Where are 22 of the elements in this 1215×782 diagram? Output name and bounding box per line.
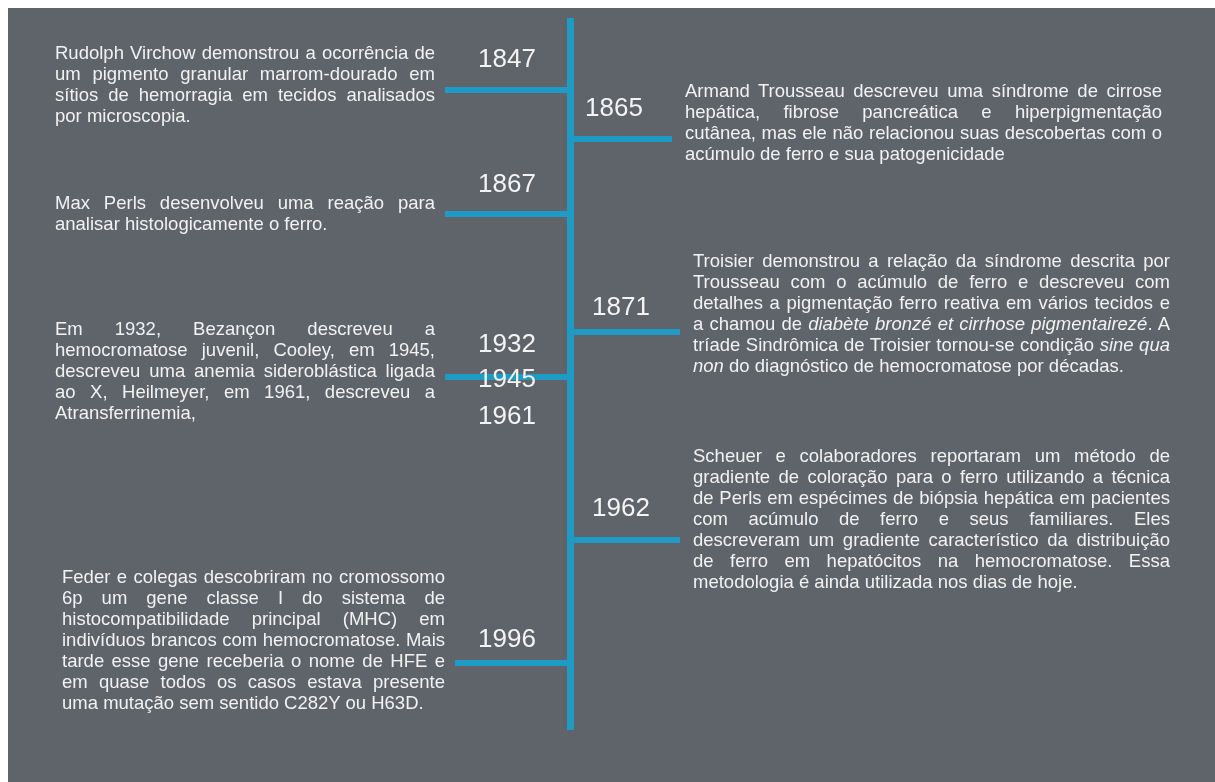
year-label: 1962 bbox=[592, 492, 650, 522]
timeline-branch bbox=[445, 87, 567, 93]
timeline-branch bbox=[455, 660, 567, 666]
year-label: 1961 bbox=[478, 400, 536, 430]
year-label: 1865 bbox=[585, 92, 643, 122]
year-label: 1932 bbox=[478, 328, 536, 358]
event-description: Max Perls desenvolveu uma reação para analisar histologicamente o ferro. bbox=[55, 192, 435, 234]
timeline-branch bbox=[445, 211, 567, 217]
year-label: 1867 bbox=[478, 168, 536, 198]
year-label: 1996 bbox=[478, 623, 536, 653]
event-description: Troisier demonstrou a relação da síndrome descrita por Trousseau com o acúmulo de ferro e descreveu com detalhes a pigmentação ferro reativa em vários tecidos e a chamou de diabète bronzé et cirrhose pigmentairezé. A tríade Sindrômica de Troisier tornou-se condição sine qua non do diagnóstico de hemocromatose por décadas. bbox=[693, 250, 1170, 376]
timeline-branch bbox=[574, 537, 680, 543]
event-description: Rudolph Virchow demonstrou a ocorrência de um pigmento granular marrom-dourado em sítios de hemorragia em tecidos analisados por microscopia. bbox=[55, 42, 435, 126]
timeline-branch bbox=[574, 136, 672, 142]
timeline-bar bbox=[567, 18, 574, 730]
event-description: Em 1932, Bezançon descreveu a hemocromatose juvenil, Cooley, em 1945, descreveu uma anemia sideroblástica ligada ao X, Heilmeyer, em 1961, descreveu a Atransferrinemia, bbox=[55, 318, 435, 423]
year-label: 1847 bbox=[478, 43, 536, 73]
year-label: 1871 bbox=[592, 291, 650, 321]
event-description: Feder e colegas descobriram no cromossomo 6p um gene classe I do sistema de histocompatibilidade principal (MHC) em indivíduos brancos com hemocromatose. Mais tarde esse gene receberia o nome de HFE e em quase todos os casos estava presente uma mutação sem sentido C282Y ou H63D. bbox=[62, 566, 445, 713]
timeline-branch bbox=[574, 329, 680, 335]
event-description: Scheuer e colaboradores reportaram um método de gradiente de coloração para o ferro utilizando a técnica de Perls em espécimes de biópsia hepática em pacientes com acúmulo de ferro e seus familiares. Eles descreveram um gradiente característico da distribuição de ferro em hepatócitos na hemocromatose. Essa metodologia é ainda utilizada nos dias de hoje. bbox=[693, 445, 1170, 592]
event-description: Armand Trousseau descreveu uma síndrome de cirrose hepática, fibrose pancreática e hiperpigmentação cutânea, mas ele não relacionou suas descobertas com o acúmulo de ferro e sua patogenicidade bbox=[685, 80, 1162, 164]
